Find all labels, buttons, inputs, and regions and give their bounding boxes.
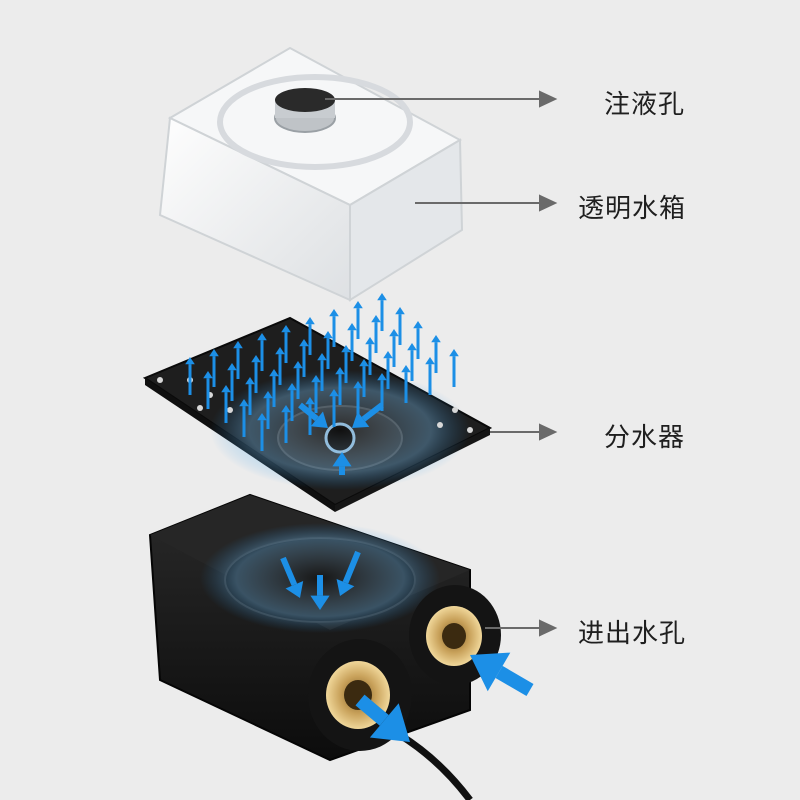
- flow-arrow-icon: [449, 349, 459, 387]
- arrow-right-icon: [539, 90, 558, 108]
- flow-arrow-icon: [329, 309, 339, 347]
- flow-arrow-icon: [470, 652, 534, 697]
- flow-arrow-icon: [341, 345, 351, 383]
- flow-arrow-icon: [298, 402, 328, 428]
- flow-arrow-icon: [280, 556, 304, 598]
- callout-label-ports: 进出水孔: [578, 619, 687, 649]
- flow-arrow-icon: [332, 452, 352, 475]
- flow-arrow-icon: [257, 333, 267, 371]
- flow-arrow-icon: [407, 343, 417, 381]
- flow-arrow-icon: [251, 355, 261, 393]
- flow-arrow-icon: [281, 405, 291, 443]
- callout-label-fill-hole: 注液孔: [604, 90, 686, 120]
- flow-arrow-icon: [347, 323, 357, 361]
- flow-arrow-icon: [227, 363, 237, 401]
- arrow-right-icon: [539, 423, 558, 441]
- flow-arrow-icon: [317, 353, 327, 391]
- flow-arrow-icon: [275, 347, 285, 385]
- pump-housing-part: [148, 493, 501, 800]
- flow-arrow-icon: [293, 361, 303, 399]
- flow-arrows: [185, 293, 534, 742]
- flow-arrow-icon: [281, 325, 291, 363]
- flow-arrow-icon: [383, 351, 393, 389]
- flow-arrow-icon: [299, 339, 309, 377]
- flow-arrow-icon: [359, 359, 369, 397]
- flow-arrow-icon: [263, 391, 273, 429]
- flow-arrow-icon: [269, 369, 279, 407]
- reservoir-part: [158, 46, 464, 302]
- flow-arrow-icon: [335, 367, 345, 405]
- flow-arrow-icon: [287, 383, 297, 421]
- flow-arrow-icon: [185, 357, 195, 395]
- callout-label-distributor: 分水器: [604, 423, 686, 453]
- flow-arrow-icon: [329, 389, 339, 427]
- flow-arrow-icon: [377, 293, 387, 331]
- flow-arrow-icon: [203, 371, 213, 409]
- callout-lines: [325, 90, 558, 637]
- flow-arrow-icon: [311, 375, 321, 413]
- flow-arrow-icon: [425, 357, 435, 395]
- flow-arrow-icon: [365, 337, 375, 375]
- flow-arrow-icon: [323, 331, 333, 369]
- flow-arrow-icon: [336, 550, 361, 596]
- flow-arrow-icon: [413, 321, 423, 359]
- flow-arrow-icon: [353, 301, 363, 339]
- flow-arrow-icon: [389, 329, 399, 367]
- flow-arrow-icon: [245, 377, 255, 415]
- flow-arrow-icon: [239, 399, 249, 437]
- flow-arrow-icon: [431, 335, 441, 373]
- flow-arrow-icon: [209, 349, 219, 387]
- flow-arrow-icon: [355, 694, 410, 742]
- flow-arrow-icon: [305, 317, 315, 355]
- flow-arrow-icon: [310, 575, 330, 610]
- flow-arrow-icon: [257, 413, 267, 451]
- arrow-right-icon: [539, 194, 558, 212]
- flow-arrow-icon: [395, 307, 405, 345]
- flow-arrow-icon: [401, 365, 411, 403]
- flow-arrow-icon: [221, 385, 231, 423]
- arrow-right-icon: [539, 619, 558, 637]
- flow-arrow-icon: [352, 402, 384, 428]
- flow-arrow-icon: [233, 341, 243, 379]
- callout-label-reservoir: 透明水箱: [578, 194, 687, 224]
- flow-arrow-icon: [371, 315, 381, 353]
